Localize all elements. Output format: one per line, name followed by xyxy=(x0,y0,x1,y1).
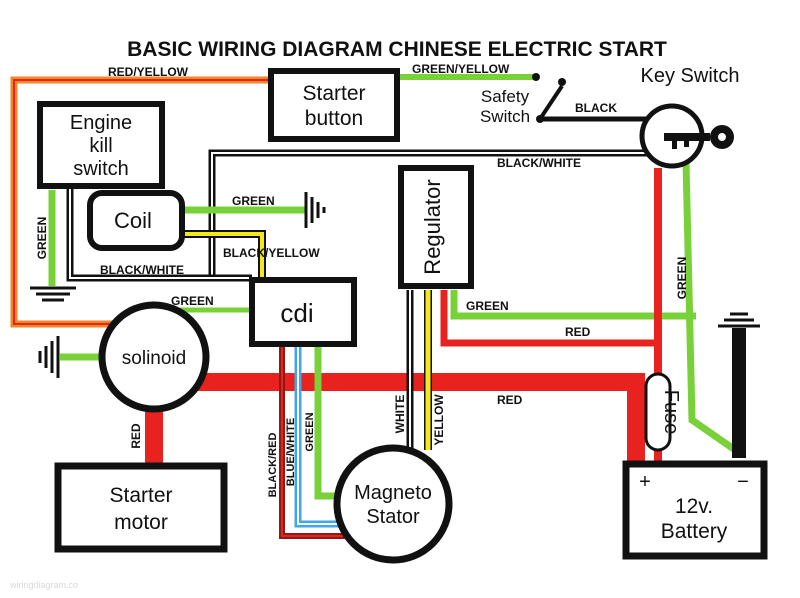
wire-green-key xyxy=(682,161,740,455)
key-switch-label: Key Switch xyxy=(641,65,740,87)
battery-label: Battery xyxy=(661,520,728,543)
ground-symbol-icon xyxy=(30,286,76,302)
kill-switch-label: kill xyxy=(89,135,112,157)
regulator-box: Regulator xyxy=(398,165,474,289)
starter-motor-label: motor xyxy=(114,511,168,534)
starter-button-label: button xyxy=(305,107,363,130)
wire-label: GREEN xyxy=(304,412,316,451)
wire-red-yellow xyxy=(10,76,272,328)
wire-green-regulator xyxy=(450,290,696,320)
wire-black-yellow xyxy=(182,230,266,282)
starter-button-box: Starter button xyxy=(268,68,400,142)
fuse-label: Fuse xyxy=(660,390,682,434)
wire-red-regulator xyxy=(440,290,656,347)
solenoid-label: solinoid xyxy=(122,348,186,369)
solenoid-circle: solinoid xyxy=(98,301,210,413)
wire-label: GREEN/YELLOW xyxy=(412,62,510,76)
safety-switch-label: Safety xyxy=(481,87,530,106)
wire-label: RED xyxy=(497,393,523,407)
starter-motor-box: Starter motor xyxy=(54,462,228,553)
engine-kill-switch-box: Engine kill switch xyxy=(37,101,165,189)
wire-label: RED xyxy=(129,423,143,449)
kill-switch-label: switch xyxy=(73,158,129,180)
battery-box: + − 12v. Battery xyxy=(622,460,768,560)
wire-label: BLACK/YELLOW xyxy=(223,246,320,260)
wire-label: BLACK/WHITE xyxy=(497,156,581,170)
key-icon xyxy=(664,125,734,149)
wire-label: BLACK/RED xyxy=(267,433,279,498)
wire-black-red xyxy=(279,344,356,539)
starter-button-label: Starter xyxy=(302,82,365,105)
kill-switch-label: Engine xyxy=(70,112,132,134)
coil-box: Coil xyxy=(87,190,185,251)
magneto-stator-label: Stator xyxy=(366,506,420,528)
watermark: wiringdiagram.co xyxy=(9,580,78,590)
battery-label: 12v. xyxy=(675,495,713,518)
wire-label: GREEN xyxy=(675,257,689,300)
battery-negative-cable xyxy=(732,328,746,458)
wire-label: RED/YELLOW xyxy=(108,65,189,79)
wire-label: BLUE/WHITE xyxy=(285,418,297,486)
cdi-box: cdi xyxy=(249,277,357,347)
safety-switch-label: Switch xyxy=(480,107,530,126)
magneto-stator-label: Magneto xyxy=(354,482,432,504)
regulator-label: Regulator xyxy=(420,179,445,274)
cdi-label: cdi xyxy=(280,298,313,328)
wire-red-main xyxy=(185,373,645,464)
magneto-stator-circle: Magneto Stator xyxy=(333,444,453,564)
wire-label: WHITE xyxy=(393,395,407,434)
battery-minus-label: − xyxy=(737,471,749,493)
wire-label: GREEN xyxy=(232,194,275,208)
wire-green-stator xyxy=(314,344,346,500)
wire-label: BLACK/WHITE xyxy=(100,263,184,277)
wire-blue-white xyxy=(294,344,352,528)
wire-label: GREEN xyxy=(171,294,214,308)
ground-symbol-icon xyxy=(718,312,760,328)
wire-label: GREEN xyxy=(466,299,509,313)
wire-label: YELLOW xyxy=(432,394,446,446)
battery-plus-label: + xyxy=(639,471,651,493)
ground-symbol-icon xyxy=(38,336,60,378)
ground-symbol-icon xyxy=(304,192,326,228)
safety-switch-icon xyxy=(532,73,566,123)
fuse-box: Fuse xyxy=(644,372,682,452)
wire-label: BLACK xyxy=(575,101,617,115)
wire-label: RED xyxy=(565,325,591,339)
coil-label: Coil xyxy=(114,208,152,233)
starter-motor-label: Starter xyxy=(109,484,172,507)
wire-label: GREEN xyxy=(35,217,49,260)
diagram-title: BASIC WIRING DIAGRAM CHINESE ELECTRIC ST… xyxy=(127,38,667,61)
wire-black-white-mid xyxy=(66,188,252,282)
